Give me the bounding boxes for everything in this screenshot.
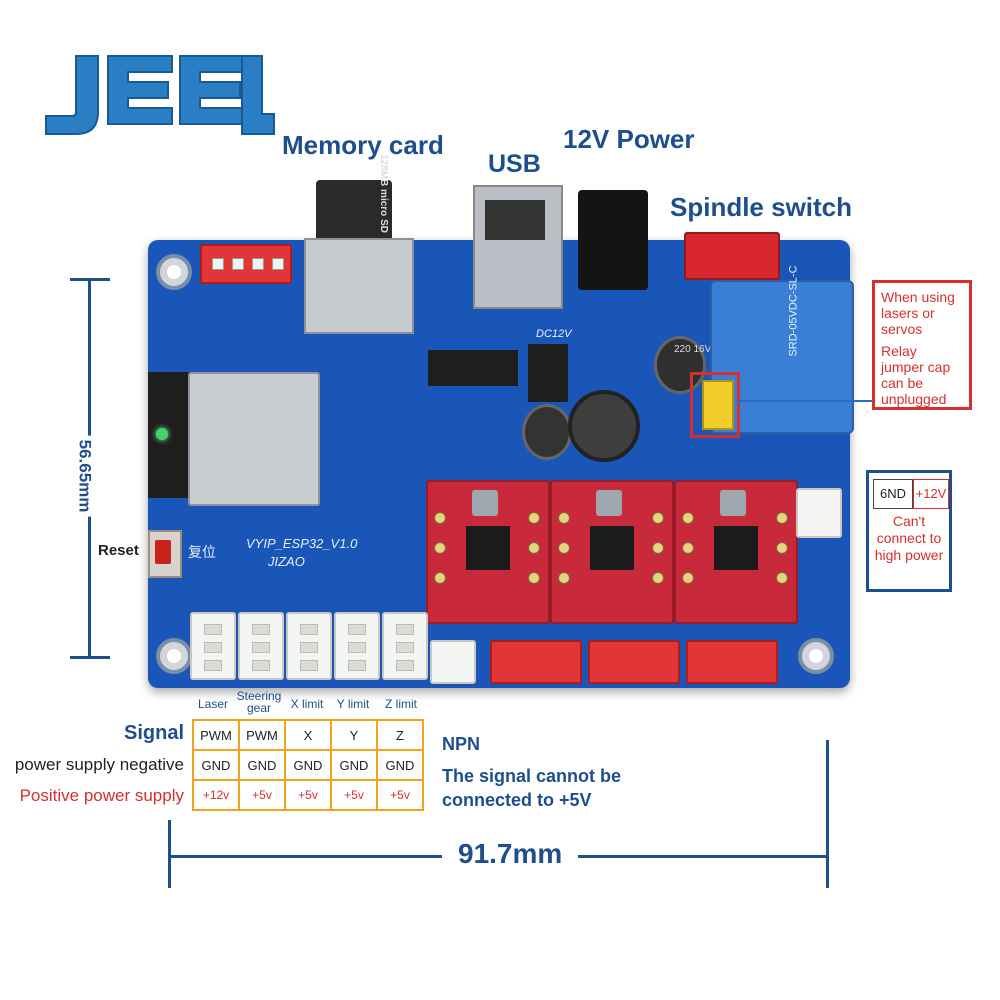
table-cell: +5v [284,779,332,811]
dc12v-silk: DC12V [536,328,572,340]
width-dimension-label: 91.7mm [442,838,579,870]
table-cell: GND [330,749,378,781]
esp32-board-edge [148,372,194,498]
stepper-driver-x [426,480,550,624]
sd-card-socket [304,238,414,334]
col-header-y-limit: Y limit [336,697,370,711]
table-cell: GND [192,749,240,781]
mount-hole [156,638,192,674]
board-name-silk: VYIP_ESP32_V1.0 [246,536,358,551]
reset-button-knob[interactable] [155,540,171,564]
driver-ic [428,350,518,386]
pinout-table: PWM PWM X Y Z GND GND GND GND GND +12v +… [192,719,424,811]
red-header-connector [200,244,292,284]
table-cell: Z [376,719,424,751]
table-cell: +5v [376,779,424,811]
height-dimension-cap [70,656,110,659]
jumper-note-line2: Relay jumper cap can be unplugged [881,343,951,407]
col-header-steering-gear: Steering gear [236,689,282,715]
table-cell: X [284,719,332,751]
small-white-connector [430,640,476,684]
table-cell: Y [330,719,378,751]
status-led [156,428,168,440]
width-dimension-cap [168,820,171,888]
jumper-highlight-box [690,372,740,438]
memory-card-label: Memory card [282,130,444,160]
npn-label: NPN [442,734,481,754]
relay-jumper-cap [702,380,734,430]
row-label-signal: Signal [123,722,184,744]
motor-connector-z [686,640,778,684]
spindle-terminal-block [684,232,780,280]
power-12v-label: 12V Power [563,124,695,154]
jumper-note-box: When using lasers or servos Relay jumper… [872,280,972,410]
capacitor-220uf [654,336,706,394]
z-limit-connector [382,612,428,680]
voltage-regulator [528,344,568,402]
table-cell: GND [238,749,286,781]
signal-row: PWM PWM X Y Z [192,719,424,751]
col-header-z-limit: Z limit [385,697,417,711]
col-header-laser: Laser [197,697,229,711]
table-cell: GND [284,749,332,781]
pinout-column-headers: Laser Steering gear X limit Y limit Z li… [190,688,430,718]
power-12v-label: +12V [913,479,949,509]
esp32-module [188,372,320,506]
table-cell: +5v [330,779,378,811]
capacitor-text: 220 16V [674,344,712,355]
capacitor [522,404,572,460]
mount-hole [156,254,192,290]
row-label-positive: Positive power supply [19,786,184,805]
power-warning: Can't connect to high power [874,513,944,563]
col-header-x-limit: X limit [290,697,324,711]
motor-connector-x [490,640,582,684]
height-dimension-cap [70,278,110,281]
usb-label: USB [488,150,541,178]
table-cell: +5v [238,779,286,811]
spindle-switch-label: Spindle switch [670,192,853,222]
power-white-connector [796,488,842,538]
steering-gear-connector [238,612,284,680]
mount-hole [798,638,834,674]
laser-connector [190,612,236,680]
stepper-driver-z [674,480,798,624]
sd-card-text: 128MB micro SD [377,154,389,233]
table-cell: GND [376,749,424,781]
relay [710,280,854,434]
relay-text: SRD-05VDC-SL-C [787,265,800,357]
jumper-note-line1: When using lasers or servos [881,289,955,337]
jeel-logo [45,55,275,135]
x-limit-connector [286,612,332,680]
table-cell: PWM [192,719,240,751]
inductor [568,390,640,462]
jumper-pointer-line [736,400,872,402]
board-maker-silk: JIZAO [268,554,305,569]
table-cell: PWM [238,719,286,751]
height-dimension-label: 56.65mm [74,435,95,517]
row-label-negative: power supply negative [14,755,184,774]
positive-row: +12v +5v +5v +5v +5v [192,779,424,811]
controller-board: 128MB micro SD 220 16V DC12V SRD-05VDC-S… [148,154,854,688]
y-limit-connector [334,612,380,680]
power-gnd-label: 6ND [873,479,913,509]
reset-cn-silk: 复位 [188,544,216,560]
reset-label: Reset [98,542,139,559]
table-cell: +12v [192,779,240,811]
negative-row: GND GND GND GND GND [192,749,424,781]
stepper-driver-y [550,480,674,624]
motor-connector-y [588,640,680,684]
usb-port-opening [485,200,545,240]
dc-power-jack [578,190,648,290]
width-dimension-cap [826,740,829,888]
power-note-box: 6ND +12V Can't connect to high power [866,470,952,592]
npn-note: The signal cannot be connected to +5V [442,766,622,810]
